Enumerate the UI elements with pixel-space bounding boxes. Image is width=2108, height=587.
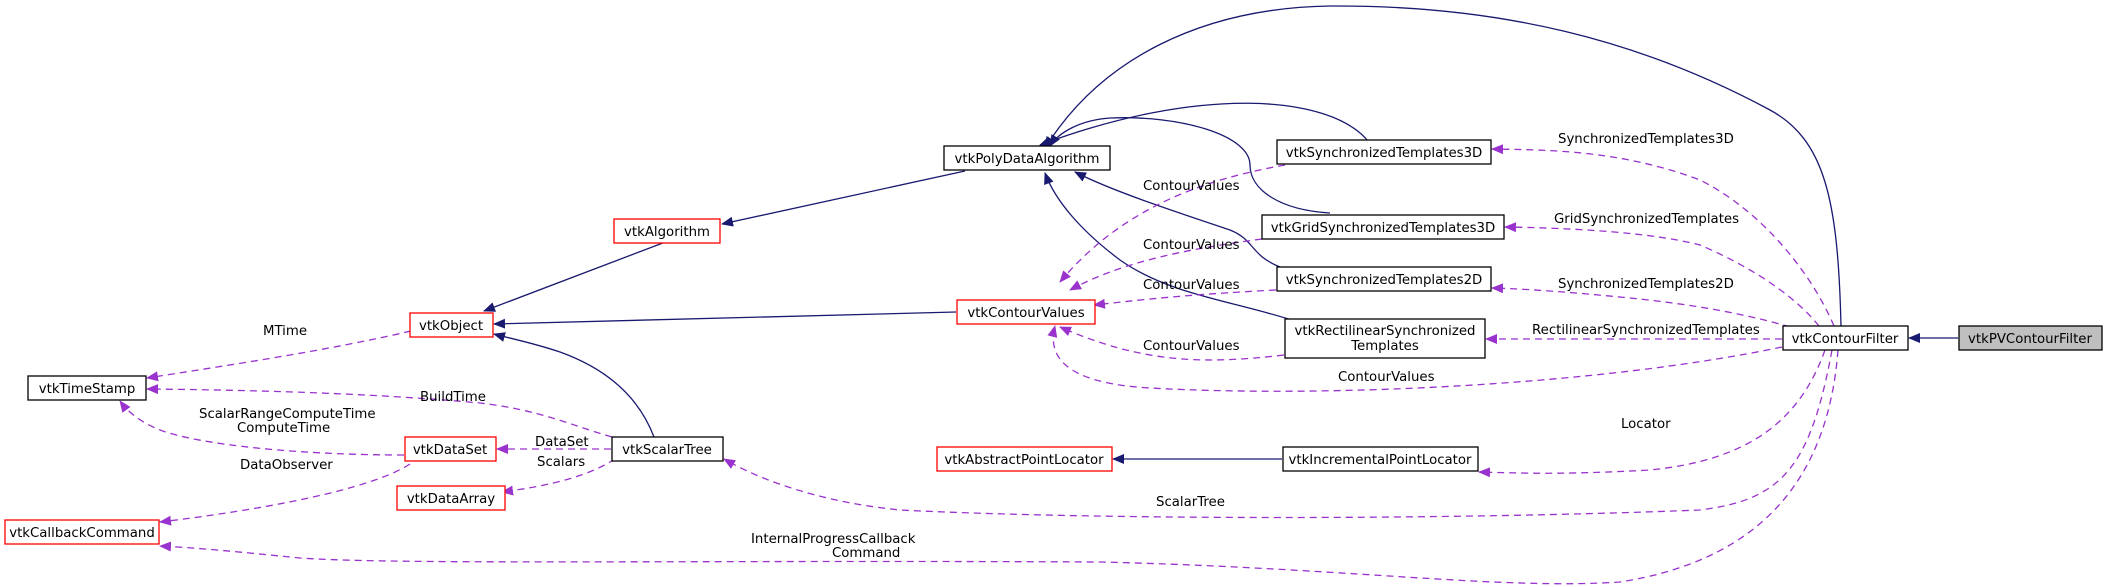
edge-polydataalgorithm-to-st3d <box>1039 102 1369 146</box>
label-gridsynchronizedtemplates: GridSynchronizedTemplates <box>1554 212 1739 227</box>
label-scalars: Scalars <box>537 455 585 470</box>
label-internalprogress-line2: Command <box>832 546 900 561</box>
svg-text:vtkPolyDataAlgorithm: vtkPolyDataAlgorithm <box>955 152 1100 167</box>
node-vtkdataarray[interactable]: vtkDataArray <box>396 485 506 511</box>
edge-polydataalgorithm-to-rst <box>1044 172 1296 322</box>
label-synchronizedtemplates3d: SynchronizedTemplates3D <box>1558 132 1734 147</box>
edge-usage-buildtime <box>146 384 613 438</box>
svg-text:vtkSynchronizedTemplates3D: vtkSynchronizedTemplates3D <box>1286 146 1483 161</box>
edge-usage-contourvalues-cf <box>1047 325 1783 392</box>
edge-usage-locator <box>1478 349 1826 478</box>
label-scalartree: ScalarTree <box>1156 495 1225 510</box>
nodes: vtkPVContourFilter vtkContourFilter vtkP… <box>4 139 2103 545</box>
label-locator: Locator <box>1621 417 1671 432</box>
svg-text:vtkRectilinearSynchronized: vtkRectilinearSynchronized <box>1295 324 1476 339</box>
edge-usage-synchronizedtemplates2d <box>1491 283 1791 328</box>
node-vtkincrementalpointlocator[interactable]: vtkIncrementalPointLocator <box>1282 446 1479 472</box>
svg-text:vtkDataArray: vtkDataArray <box>407 492 495 507</box>
node-vtkalgorithm[interactable]: vtkAlgorithm <box>613 218 721 244</box>
label-buildtime: BuildTime <box>420 390 486 405</box>
edge-usage-mtime <box>146 330 412 382</box>
edge-polydataalgorithm-to-contourfilter <box>1044 5 1842 327</box>
edge-polydataalgorithm-to-gst3d <box>1049 117 1331 214</box>
node-vtksynchronizedtemplates3d[interactable]: vtkSynchronizedTemplates3D <box>1276 139 1492 165</box>
label-contourvalues-rst: ContourValues <box>1143 339 1240 354</box>
node-vtkrectilinearsynchronizedtemplates[interactable]: vtkRectilinearSynchronized Templates <box>1284 318 1486 359</box>
edge-usage-contourvalues-rst <box>1059 326 1285 361</box>
edge-polydataalgorithm-to-st2d <box>1074 171 1281 268</box>
node-vtkpolydataalgorithm[interactable]: vtkPolyDataAlgorithm <box>943 145 1111 171</box>
svg-text:vtkPVContourFilter: vtkPVContourFilter <box>1968 332 2092 347</box>
node-vtkcontourvalues[interactable]: vtkContourValues <box>956 299 1096 325</box>
edge-object-to-algorithm <box>483 240 669 312</box>
edge-usage-synchronizedtemplates3d <box>1491 144 1835 327</box>
edge-usage-contourvalues-st2d <box>1093 289 1277 309</box>
usage-edges <box>119 144 1839 585</box>
node-vtkdataset[interactable]: vtkDataSet <box>404 436 497 462</box>
svg-text:Templates: Templates <box>1350 339 1419 354</box>
svg-text:vtkTimeStamp: vtkTimeStamp <box>39 382 136 397</box>
node-vtkpvcontourfilter[interactable]: vtkPVContourFilter <box>1958 325 2103 351</box>
inheritance-edges <box>483 5 1958 464</box>
label-dataobserver: DataObserver <box>240 458 333 473</box>
svg-text:vtkDataSet: vtkDataSet <box>413 443 487 458</box>
svg-text:vtkContourValues: vtkContourValues <box>967 306 1084 321</box>
label-rectilinear: RectilinearSynchronizedTemplates <box>1532 323 1760 338</box>
node-vtkscalartree[interactable]: vtkScalarTree <box>611 436 724 462</box>
node-vtkgridsynchronizedtemplates3d[interactable]: vtkGridSynchronizedTemplates3D <box>1261 214 1505 240</box>
edge-usage-gridsynchronizedtemplates <box>1504 222 1820 327</box>
label-scalarrange-line1: ScalarRangeComputeTime <box>199 407 376 422</box>
node-vtkcontourfilter[interactable]: vtkContourFilter <box>1782 325 1909 351</box>
svg-text:vtkIncrementalPointLocator: vtkIncrementalPointLocator <box>1288 453 1472 468</box>
edge-usage-scalars <box>501 458 616 496</box>
svg-text:vtkSynchronizedTemplates2D: vtkSynchronizedTemplates2D <box>1286 273 1483 288</box>
node-vtkcallbackcommand[interactable]: vtkCallbackCommand <box>4 519 160 545</box>
label-internalprogress-line1: InternalProgressCallback <box>751 532 916 547</box>
edge-object-to-contourvalues <box>493 311 957 329</box>
node-vtkabstractpointlocator[interactable]: vtkAbstractPointLocator <box>936 446 1113 472</box>
edge-usage-dataobserver <box>159 463 411 526</box>
node-vtksynchronizedtemplates2d[interactable]: vtkSynchronizedTemplates2D <box>1276 266 1492 292</box>
svg-text:vtkAlgorithm: vtkAlgorithm <box>624 225 710 240</box>
svg-text:vtkScalarTree: vtkScalarTree <box>622 443 712 458</box>
edge-usage-internalprogress <box>159 349 1839 585</box>
edge-usage-scalartree <box>723 349 1833 519</box>
label-scalarrange-line2: ComputeTime <box>237 421 330 436</box>
edge-usage-scalarrange <box>119 400 405 456</box>
svg-text:vtkGridSynchronizedTemplates3D: vtkGridSynchronizedTemplates3D <box>1271 221 1496 236</box>
edge-usage-contourvalues-gst3d <box>1069 238 1263 291</box>
edge-algorithm-to-polydataalgorithm <box>721 170 966 227</box>
label-dataset: DataSet <box>535 435 589 450</box>
label-contourvalues-gst3d: ContourValues <box>1143 238 1240 253</box>
label-contourvalues-st3d: ContourValues <box>1143 179 1240 194</box>
label-synchronizedtemplates2d: SynchronizedTemplates2D <box>1558 277 1734 292</box>
edge-labels: MTime BuildTime ScalarRangeComputeTime C… <box>199 132 1760 561</box>
svg-text:vtkObject: vtkObject <box>419 319 483 334</box>
svg-text:vtkAbstractPointLocator: vtkAbstractPointLocator <box>944 453 1104 468</box>
svg-text:vtkCallbackCommand: vtkCallbackCommand <box>9 526 155 541</box>
node-vtktimestamp[interactable]: vtkTimeStamp <box>27 375 147 401</box>
label-contourvalues-cf: ContourValues <box>1338 370 1435 385</box>
label-mtime: MTime <box>263 324 307 339</box>
label-contourvalues-st2d: ContourValues <box>1143 278 1240 293</box>
edge-object-to-scalartree <box>493 332 655 438</box>
svg-text:vtkContourFilter: vtkContourFilter <box>1792 332 1899 347</box>
node-vtkobject[interactable]: vtkObject <box>409 312 494 338</box>
